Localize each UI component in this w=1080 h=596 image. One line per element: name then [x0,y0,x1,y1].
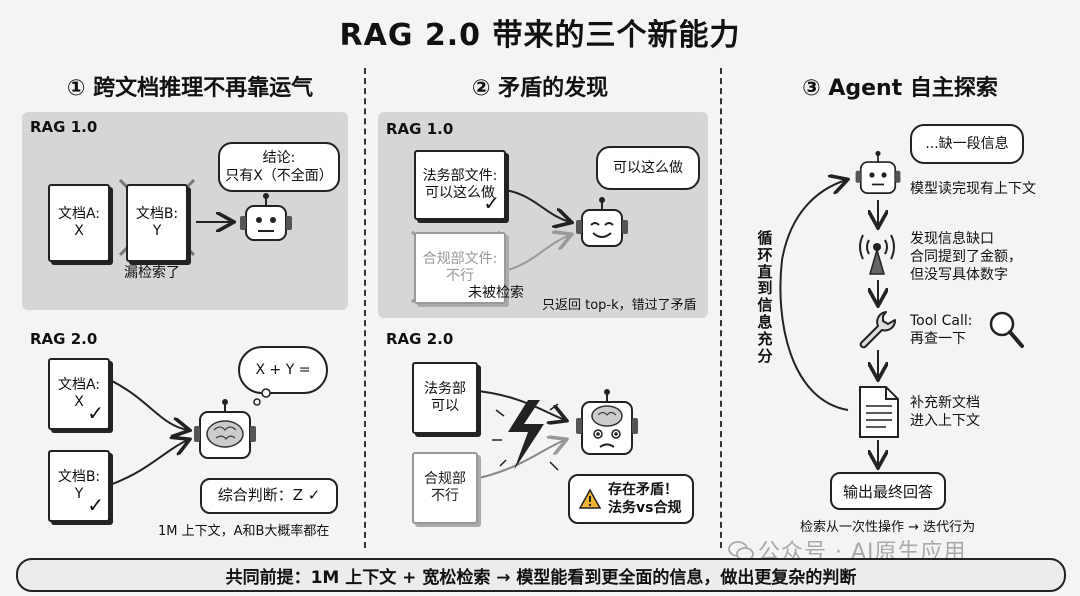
warning-text: 存在矛盾！ 法务vs合规 [608,481,682,516]
col1-rag1-doc-a: 文档A: X [48,184,110,262]
flow-step-4: 补充新文档 进入上下文 [910,395,980,430]
col1-missed-label: 漏检索了 [124,265,180,281]
magnifier-icon [989,311,1024,348]
col2-rag1-arrow-legal [504,189,570,222]
col1-rag1-conclusion-bubble: 结论: 只有X（不全面） [218,142,340,192]
legal-text: 法务部文件: 可以这么做 [422,167,498,202]
col1-rag2-note: 1M 上下文，A和B大概率都在 [158,524,330,539]
divider-2 [720,68,722,548]
col2-rag2-arrow-legal [469,389,565,420]
col1-rag2-tag: RAG 2.0 [30,330,98,348]
divider-1 [364,68,366,548]
robot-brain-icon [194,399,256,459]
signal-gap-icon [859,234,895,275]
lightning-rays [492,403,559,471]
col3-thought-bubble: ...缺一段信息 [910,124,1024,164]
footer-text: 共同前提：1M 上下文 + 宽松检索 → 模型能看到更全面的信息，做出更复杂的判… [225,567,857,588]
loop-label: 循环直到信息充分 [757,229,773,365]
doc-a-text: 文档A: X [57,205,101,240]
col1-title: ① 跨文档推理不再靠运气 [66,76,314,101]
col2-title: ② 矛盾的发现 [471,76,609,101]
col2-rag1-doc-legal: 法务部文件: 可以这么做✓ [414,150,506,220]
col2-rag1-doc-compliance: 合规部文件: 不行 [414,232,506,304]
flow-step-2: 发现信息缺口 合同提到了金额， 但没写具体数字 [910,231,1022,284]
check-icon: ✓ [87,493,104,517]
col1-rag2-arrow-a [109,379,188,430]
col2-rag1-arrow-compliance [507,235,570,271]
col2-rag1-bubble: 可以这么做 [596,146,700,190]
doc-a-text: 文档A: X [57,376,101,411]
col1-rag1-tag: RAG 1.0 [30,118,98,136]
output-text: 输出最终回答 [842,482,933,501]
doc-b-text: 文档B: Y [57,468,101,503]
footer-banner: 共同前提：1M 上下文 + 宽松检索 → 模型能看到更全面的信息，做出更复杂的判… [16,558,1066,592]
warning-icon [578,488,602,509]
col2-rag2-arrow-compliance [469,440,565,481]
col3-note: 检索从一次性操作 → 迭代行为 [800,520,976,535]
output-answer-box: 输出最终回答 [830,472,946,510]
col1-rag1-doc-b: 文档B: Y [126,184,188,262]
check-icon: ✓ [87,401,104,425]
col1-thought-cloud: X + Y = [238,346,328,394]
robot-worried-icon [576,389,638,455]
robot-happy-icon [576,197,628,247]
robot-icon [240,193,292,241]
compliance-text: 合规部文件: 不行 [422,250,498,285]
bubble-text: 可以这么做 [613,159,683,176]
conclusion-text: 结论: 只有X（不全面） [225,149,333,184]
wrench-icon [859,311,896,349]
compliance-text: 合规部 不行 [424,470,466,505]
col2-rag2-doc-compliance: 合规部 不行 [412,452,478,524]
thought-dots [253,388,271,406]
flow-step-1: 模型读完现有上下文 [910,181,1036,197]
thought-text: ...缺一段信息 [925,135,1009,152]
col2-rag1-tag: RAG 1.0 [386,120,454,138]
new-document-icon [859,386,899,438]
col1-rag2-arrow-b [109,440,188,486]
judgement-text: 综合判断：Z ✓ [217,486,321,505]
legal-text: 法务部 可以 [424,380,466,415]
col3-title: ③ Agent 自主探索 [802,76,998,101]
col1-rag2-doc-a: 文档A: X✓ [48,358,110,430]
thought-text: X + Y = [255,361,311,378]
lightning-icon [508,400,544,470]
loop-arrow [779,180,848,411]
check-icon: ✓ [483,191,500,215]
doc-b-text: 文档B: Y [135,205,179,240]
robot-icon [855,150,901,194]
col2-rag2-tag: RAG 2.0 [386,330,454,348]
col1-judgement-box: 综合判断：Z ✓ [200,478,338,514]
col2-warning-box: 存在矛盾！ 法务vs合规 [568,474,694,524]
col1-rag2-doc-b: 文档B: Y✓ [48,450,110,522]
col2-rag1-note: 只返回 top-k，错过了矛盾 [542,298,697,313]
col2-not-retrieved-label: 未被检索 [468,285,524,301]
col2-rag2-doc-legal: 法务部 可以 [412,362,478,434]
flow-step-3: Tool Call: 再查一下 [910,313,973,348]
page-title: RAG 2.0 带来的三个新能力 [339,18,741,53]
